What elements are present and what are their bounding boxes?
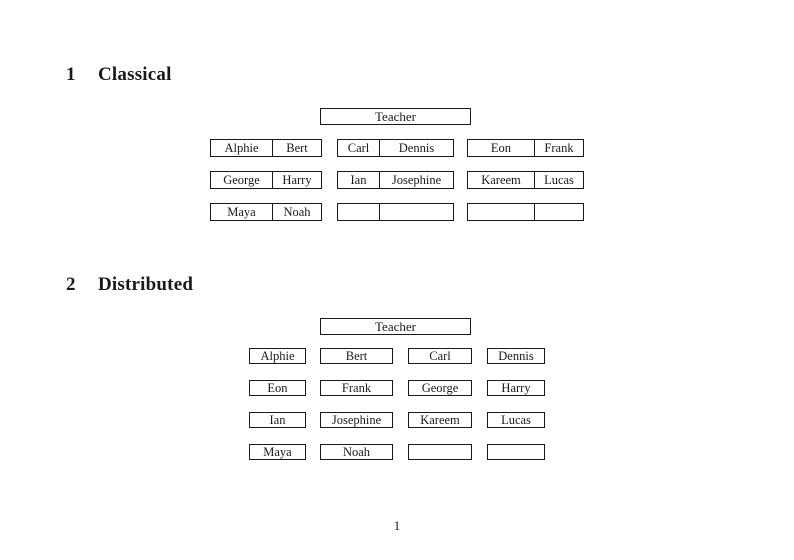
desk-cell: Bert xyxy=(272,140,321,156)
desk-box: Josephine xyxy=(320,412,393,428)
desk-pair-box: Alphie Bert xyxy=(210,139,322,157)
desk-pair-box: Ian Josephine xyxy=(337,171,454,189)
desk-cell: Harry xyxy=(272,172,321,188)
empty-desk-cell xyxy=(468,204,534,220)
desk-box: Eon xyxy=(249,380,306,396)
desk-cell: Lucas xyxy=(501,412,531,427)
desk-cell: Noah xyxy=(342,444,371,459)
desk-cell: George xyxy=(421,380,459,395)
desk-cell: Maya xyxy=(263,444,292,459)
teacher-label: Teacher xyxy=(375,319,416,334)
teacher-box-classical: Teacher xyxy=(320,108,471,125)
teacher-box-distributed: Teacher xyxy=(320,318,471,335)
section-title: Distributed xyxy=(98,274,194,295)
empty-desk-cell xyxy=(338,204,379,220)
desk-pair-box: Kareem Lucas xyxy=(467,171,584,189)
desk-box: Maya xyxy=(249,444,306,460)
section-heading-distributed: 2 Distributed xyxy=(66,274,193,296)
empty-desk-cell xyxy=(379,204,453,220)
desk-pair-box: George Harry xyxy=(210,171,322,189)
desk-box: Dennis xyxy=(487,348,545,364)
section-heading-classical: 1 Classical xyxy=(66,64,172,86)
section-title: Classical xyxy=(98,64,172,85)
desk-cell: Frank xyxy=(534,140,583,156)
empty-desk-cell xyxy=(409,445,471,459)
desk-pair-box xyxy=(337,203,454,221)
desk-cell: Carl xyxy=(429,348,451,363)
desk-cell: Josephine xyxy=(331,412,382,427)
desk-box: Bert xyxy=(320,348,393,364)
desk-cell: Lucas xyxy=(534,172,583,188)
teacher-label: Teacher xyxy=(375,109,416,124)
desk-cell: Bert xyxy=(345,348,368,363)
desk-pair-box: Maya Noah xyxy=(210,203,322,221)
desk-cell: Kareem xyxy=(481,172,521,187)
desk-cell: George xyxy=(223,172,260,187)
section-number: 2 xyxy=(66,274,76,295)
desk-cell: Dennis xyxy=(498,348,534,363)
desk-cell: Maya xyxy=(227,204,256,219)
desk-pair-box: Eon Frank xyxy=(467,139,584,157)
desk-box: Ian xyxy=(249,412,306,428)
empty-desk-box xyxy=(408,444,472,460)
desk-box: Kareem xyxy=(408,412,472,428)
desk-box: Noah xyxy=(320,444,393,460)
page-number: 1 xyxy=(393,518,401,533)
section-number: 1 xyxy=(66,64,76,85)
desk-box: Alphie xyxy=(249,348,306,364)
desk-cell: Eon xyxy=(490,140,512,155)
desk-cell: Kareem xyxy=(420,412,460,427)
empty-desk-box xyxy=(487,444,545,460)
desk-cell: Dennis xyxy=(379,140,453,156)
desk-box: Carl xyxy=(408,348,472,364)
desk-cell: Noah xyxy=(272,204,321,220)
empty-desk-cell xyxy=(534,204,583,220)
desk-cell: Harry xyxy=(501,380,531,395)
desk-cell: Alphie xyxy=(224,140,259,155)
desk-cell: Ian xyxy=(350,172,367,187)
desk-box: Lucas xyxy=(487,412,545,428)
desk-cell: Carl xyxy=(347,140,370,155)
empty-desk-cell xyxy=(488,445,544,459)
desk-cell: Ian xyxy=(269,412,286,427)
desk-box: Harry xyxy=(487,380,545,396)
desk-box: Frank xyxy=(320,380,393,396)
desk-box: George xyxy=(408,380,472,396)
desk-cell: Frank xyxy=(341,380,372,395)
desk-cell: Eon xyxy=(267,380,288,395)
desk-cell: Alphie xyxy=(260,348,295,363)
desk-pair-box: Carl Dennis xyxy=(337,139,454,157)
desk-cell: Josephine xyxy=(379,172,453,188)
desk-pair-box xyxy=(467,203,584,221)
